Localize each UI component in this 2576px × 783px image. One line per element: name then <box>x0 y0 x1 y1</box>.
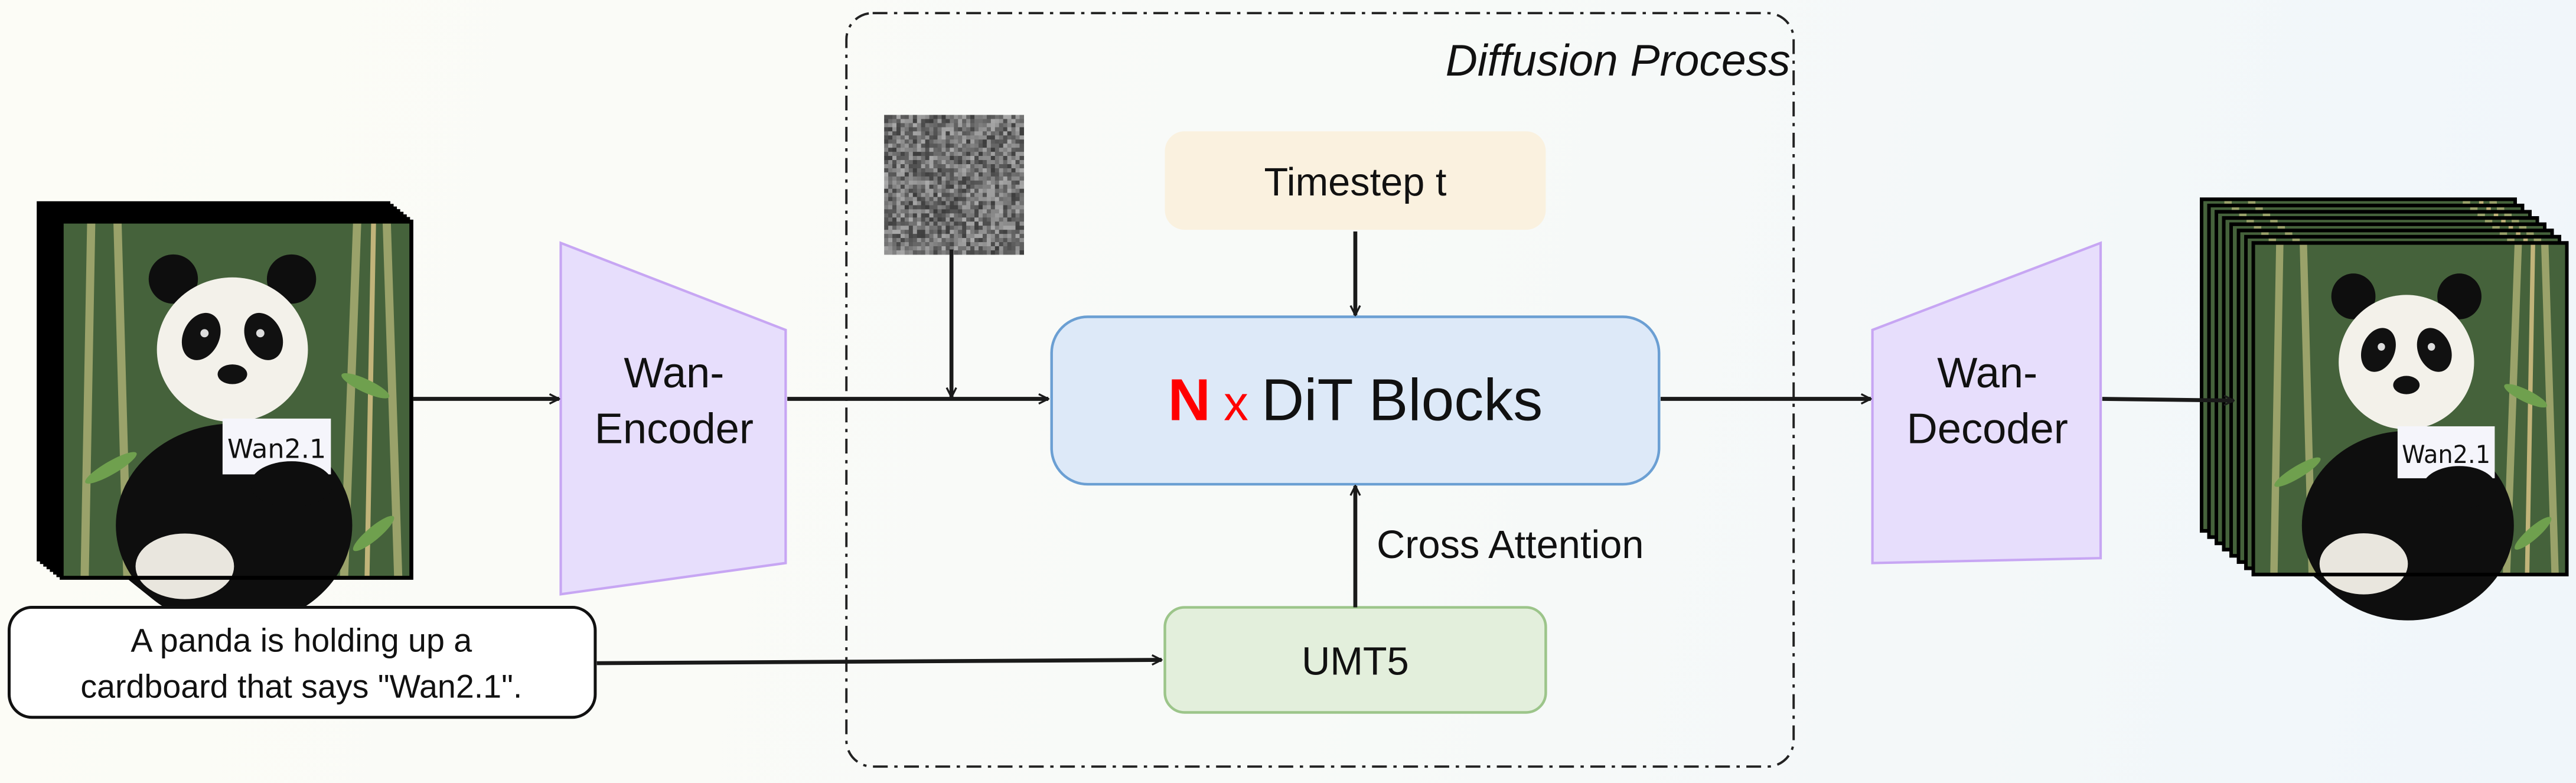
dit-label: DiT Blocks <box>1261 367 1543 433</box>
cross-attention-label: Cross Attention <box>1377 523 1644 567</box>
wan-encoder: Wan- Encoder <box>561 243 786 594</box>
encoder-label-line1: Wan- <box>624 350 724 397</box>
decoder-label-line1: Wan- <box>1937 350 2037 397</box>
decoder-label-line2: Decoder <box>1907 406 2068 453</box>
output-video-stack: Wan2.1 <box>2202 199 2567 620</box>
text-prompt-box: A panda is holding up a cardboard that s… <box>9 608 595 717</box>
dit-blocks-box: NxDiT Blocks <box>1052 317 1659 485</box>
encoder-label-line2: Encoder <box>595 406 754 453</box>
video-frame-front: Wan2.1 <box>61 221 411 627</box>
panda-sign-text: Wan2.1 <box>227 435 326 465</box>
arrow-prompt-to-umt5 <box>597 660 1162 664</box>
wan-decoder: Wan- Decoder <box>1873 243 2101 563</box>
noise-latent <box>884 115 1024 255</box>
dit-n-count: N <box>1168 367 1211 433</box>
prompt-line1: A panda is holding up a <box>131 622 472 659</box>
timestep-label: Timestep t <box>1264 161 1447 204</box>
panda-sign-text: Wan2.1 <box>2402 440 2490 469</box>
diffusion-process-label: Diffusion Process <box>1446 35 1791 85</box>
umt5-box: UMT5 <box>1165 608 1546 713</box>
video-frame-front: Wan2.1 <box>2254 243 2567 620</box>
umt5-label: UMT5 <box>1302 640 1409 684</box>
dit-blocks-title: NxDiT Blocks <box>1168 367 1543 433</box>
timestep-box: Timestep t <box>1165 131 1546 230</box>
arrow-decoder-to-output <box>2102 399 2233 401</box>
dit-times: x <box>1224 376 1248 431</box>
prompt-line2: cardboard that says "Wan2.1". <box>80 668 522 704</box>
input-video-stack: Wan2.1 <box>39 203 412 627</box>
